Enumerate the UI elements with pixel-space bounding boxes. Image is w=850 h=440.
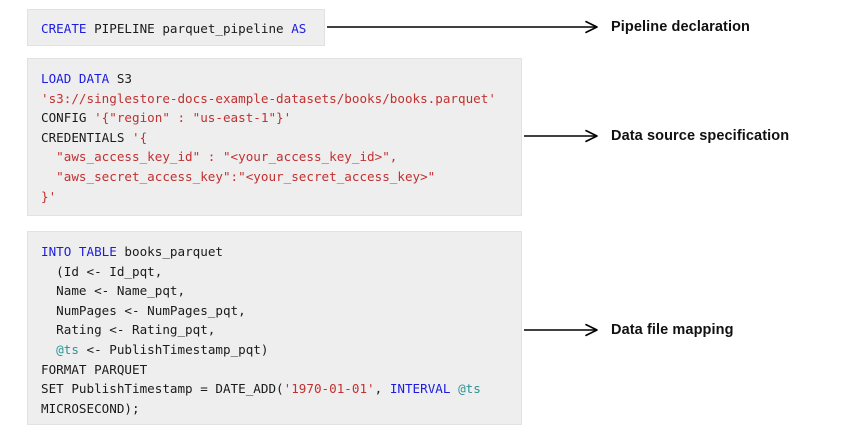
code-line: NumPages <- NumPages_pqt, <box>41 301 521 321</box>
code-token: CONFIG <box>41 110 95 126</box>
code-token: CREDENTIALS <box>41 129 132 145</box>
code-token: SET PublishTimestamp = DATE_ADD( <box>41 381 284 397</box>
label-data-source-specification: Data source specification <box>611 128 790 144</box>
code-line: "aws_access_key_id" : "<your_access_key_… <box>41 147 521 167</box>
code-token: AS <box>291 21 307 36</box>
code-line: CREDENTIALS '{ <box>41 128 521 148</box>
code-token: MICROSECOND); <box>41 400 140 416</box>
code-block-pipeline-declaration: CREATE PIPELINE parquet_pipeline AS <box>27 9 325 46</box>
code-token: INTERVAL <box>389 381 451 397</box>
code-token: books_parquet <box>116 244 223 259</box>
code-token: @ts <box>56 341 79 357</box>
code-token: }' <box>41 188 57 204</box>
code-token: '1970-01-01' <box>283 381 375 397</box>
code-line: }' <box>41 187 521 207</box>
code-token: NumPages <- NumPages_pqt, <box>41 302 246 318</box>
code-token: S3 <box>109 71 132 86</box>
code-token: '{"region" : "us-east-1"}' <box>94 110 292 126</box>
label-pipeline-declaration: Pipeline declaration <box>611 19 750 35</box>
arrow-to-pipeline-declaration <box>327 20 604 34</box>
code-token: '{ <box>132 129 148 145</box>
code-line: SET PublishTimestamp = DATE_ADD('1970-01… <box>41 379 521 399</box>
code-line: LOAD DATA S3 <box>41 69 521 89</box>
code-line: (Id <- Id_pqt, <box>41 262 521 282</box>
code-token: , <box>374 381 390 397</box>
code-line: MICROSECOND); <box>41 399 521 419</box>
code-token: LOAD DATA <box>41 71 110 86</box>
code-token: PIPELINE parquet_pipeline <box>86 21 292 36</box>
code-token: @ts <box>458 381 481 397</box>
arrow-to-data-file-mapping <box>524 323 604 337</box>
code-line: INTO TABLE books_parquet <box>41 242 521 262</box>
code-line: "aws_secret_access_key":"<your_secret_ac… <box>41 167 521 187</box>
code-token: "aws_access_key_id" : "<your_access_key_… <box>41 149 398 165</box>
code-line: CONFIG '{"region" : "us-east-1"}' <box>41 108 521 128</box>
code-line: CREATE PIPELINE parquet_pipeline AS <box>41 19 324 39</box>
code-token: Rating <- Rating_pqt, <box>41 322 216 338</box>
code-line: @ts <- PublishTimestamp_pqt) <box>41 340 521 360</box>
code-token: Name <- Name_pqt, <box>41 283 186 299</box>
code-token: FORMAT PARQUET <box>41 361 148 377</box>
code-line: Rating <- Rating_pqt, <box>41 320 521 340</box>
code-line: FORMAT PARQUET <box>41 360 521 380</box>
code-token: <- PublishTimestamp_pqt) <box>78 341 269 357</box>
code-block-data-file-mapping: INTO TABLE books_parquet (Id <- Id_pqt, … <box>27 231 522 425</box>
code-token: INTO TABLE <box>41 244 117 259</box>
code-line: 's3://singlestore-docs-example-datasets/… <box>41 89 521 109</box>
code-token <box>450 381 458 396</box>
code-token: 's3://singlestore-docs-example-datasets/… <box>41 90 496 106</box>
code-token: "aws_secret_access_key":"<your_secret_ac… <box>41 168 436 184</box>
code-token: CREATE <box>41 21 87 36</box>
arrow-to-data-source-specification <box>524 129 604 143</box>
code-line: Name <- Name_pqt, <box>41 281 521 301</box>
code-block-data-source-specification: LOAD DATA S3's3://singlestore-docs-examp… <box>27 58 522 216</box>
code-token: (Id <- Id_pqt, <box>41 263 163 279</box>
label-data-file-mapping: Data file mapping <box>611 322 734 338</box>
code-token <box>41 342 56 357</box>
